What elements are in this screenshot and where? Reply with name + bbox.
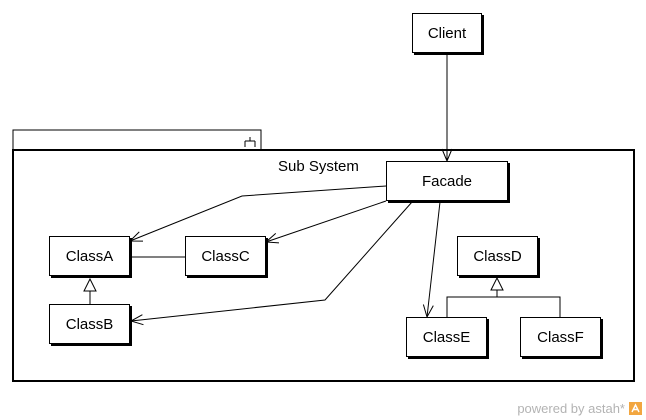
facade-classb-association[interactable] bbox=[131, 201, 413, 321]
classb-classa-generalization[interactable] bbox=[83, 277, 97, 304]
class-facade[interactable]: Facade bbox=[386, 161, 508, 201]
facade-classa-association[interactable] bbox=[130, 185, 387, 241]
class-f[interactable]: ClassF bbox=[520, 317, 601, 357]
class-a[interactable]: ClassA bbox=[49, 236, 130, 276]
package-icon bbox=[244, 137, 256, 147]
package-tab bbox=[12, 129, 262, 151]
class-client[interactable]: Client bbox=[412, 13, 482, 53]
facade-classc-association[interactable] bbox=[266, 200, 387, 242]
class-d[interactable]: ClassD bbox=[457, 236, 538, 276]
package-title: Sub System bbox=[278, 158, 359, 175]
watermark: powered by astah* bbox=[517, 401, 642, 416]
class-c[interactable]: ClassC bbox=[185, 236, 266, 276]
class-b[interactable]: ClassB bbox=[49, 304, 130, 344]
facade-classe-association[interactable] bbox=[427, 201, 441, 317]
generalization-arrow-head bbox=[83, 277, 97, 292]
class-e[interactable]: ClassE bbox=[406, 317, 487, 357]
astah-logo-icon bbox=[629, 402, 642, 415]
watermark-text: powered by astah* bbox=[517, 401, 625, 416]
generalization-arrow-head bbox=[490, 276, 504, 291]
classe-classf-classd-generalization[interactable] bbox=[446, 276, 561, 317]
